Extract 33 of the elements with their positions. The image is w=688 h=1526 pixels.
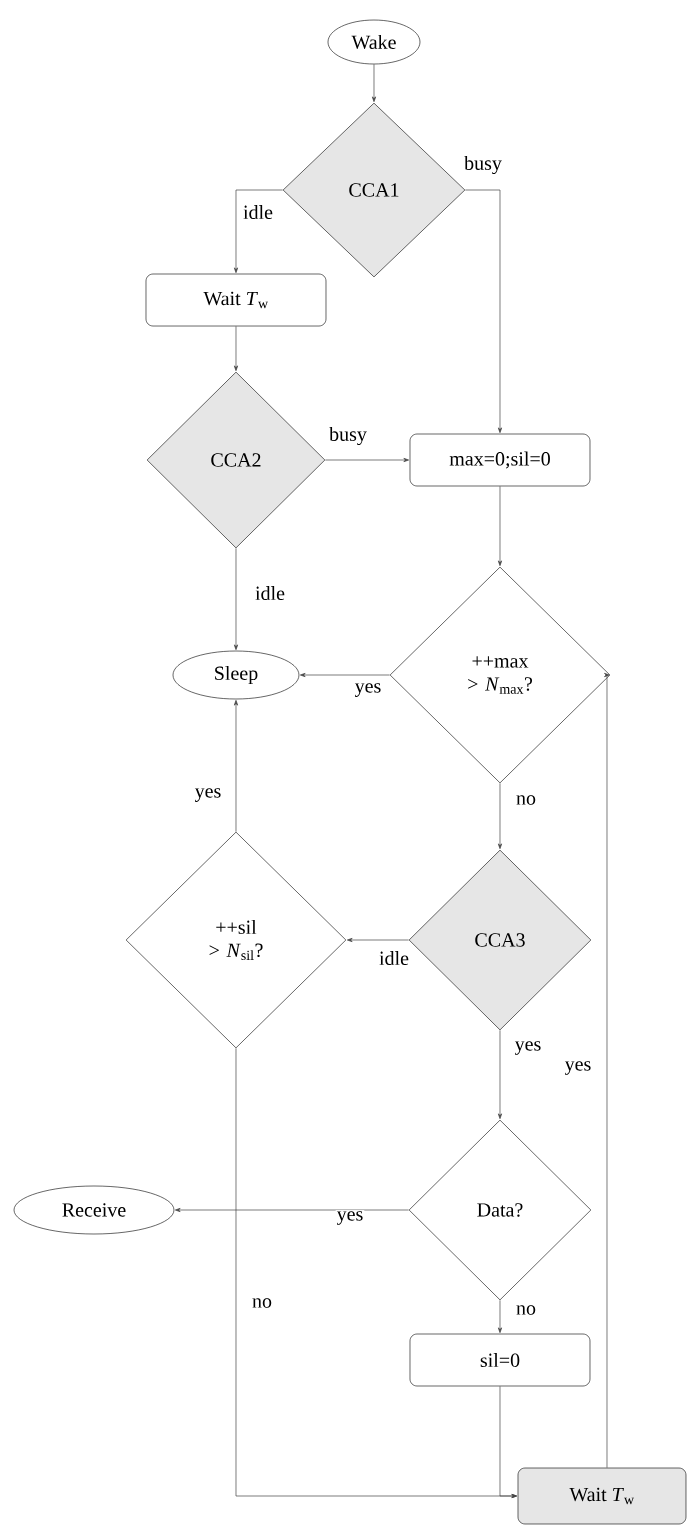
process-box: sil=0	[409, 1333, 591, 1387]
edge-label: idle	[378, 949, 410, 967]
edge-label: idle	[254, 584, 286, 602]
edge-label: no	[251, 1297, 273, 1309]
process-box: Wait T$_{w}$	[517, 1467, 687, 1525]
edge-label: yes	[335, 1210, 365, 1226]
edge-label: yes	[193, 787, 223, 803]
arrow	[233, 547, 239, 650]
arrow	[464, 189, 503, 434]
arrow	[233, 325, 239, 372]
process-box: max=0;sil=0	[409, 433, 591, 487]
edge-label: yes	[563, 1060, 593, 1076]
edge-label: yes	[353, 682, 383, 698]
arrow	[371, 63, 377, 103]
edge-label: no	[515, 794, 537, 806]
edge-label: idle	[242, 204, 274, 221]
arrow	[324, 457, 409, 463]
arrow	[347, 937, 410, 943]
arrow	[233, 700, 239, 833]
arrow	[604, 672, 610, 1469]
process-box: Wait T$_{w}$	[145, 273, 327, 327]
arrow	[497, 782, 503, 849]
edge-label: yes	[513, 1040, 543, 1056]
edge-label: no	[515, 1304, 537, 1316]
arrow	[499, 1385, 517, 1499]
edge-label: busy	[463, 154, 503, 176]
arrow	[233, 189, 284, 274]
arrow	[300, 672, 391, 678]
arrow	[497, 1299, 503, 1333]
arrow	[175, 1207, 410, 1213]
edge-label: busy	[328, 425, 368, 447]
arrow	[497, 485, 503, 566]
arrow	[497, 1029, 503, 1119]
